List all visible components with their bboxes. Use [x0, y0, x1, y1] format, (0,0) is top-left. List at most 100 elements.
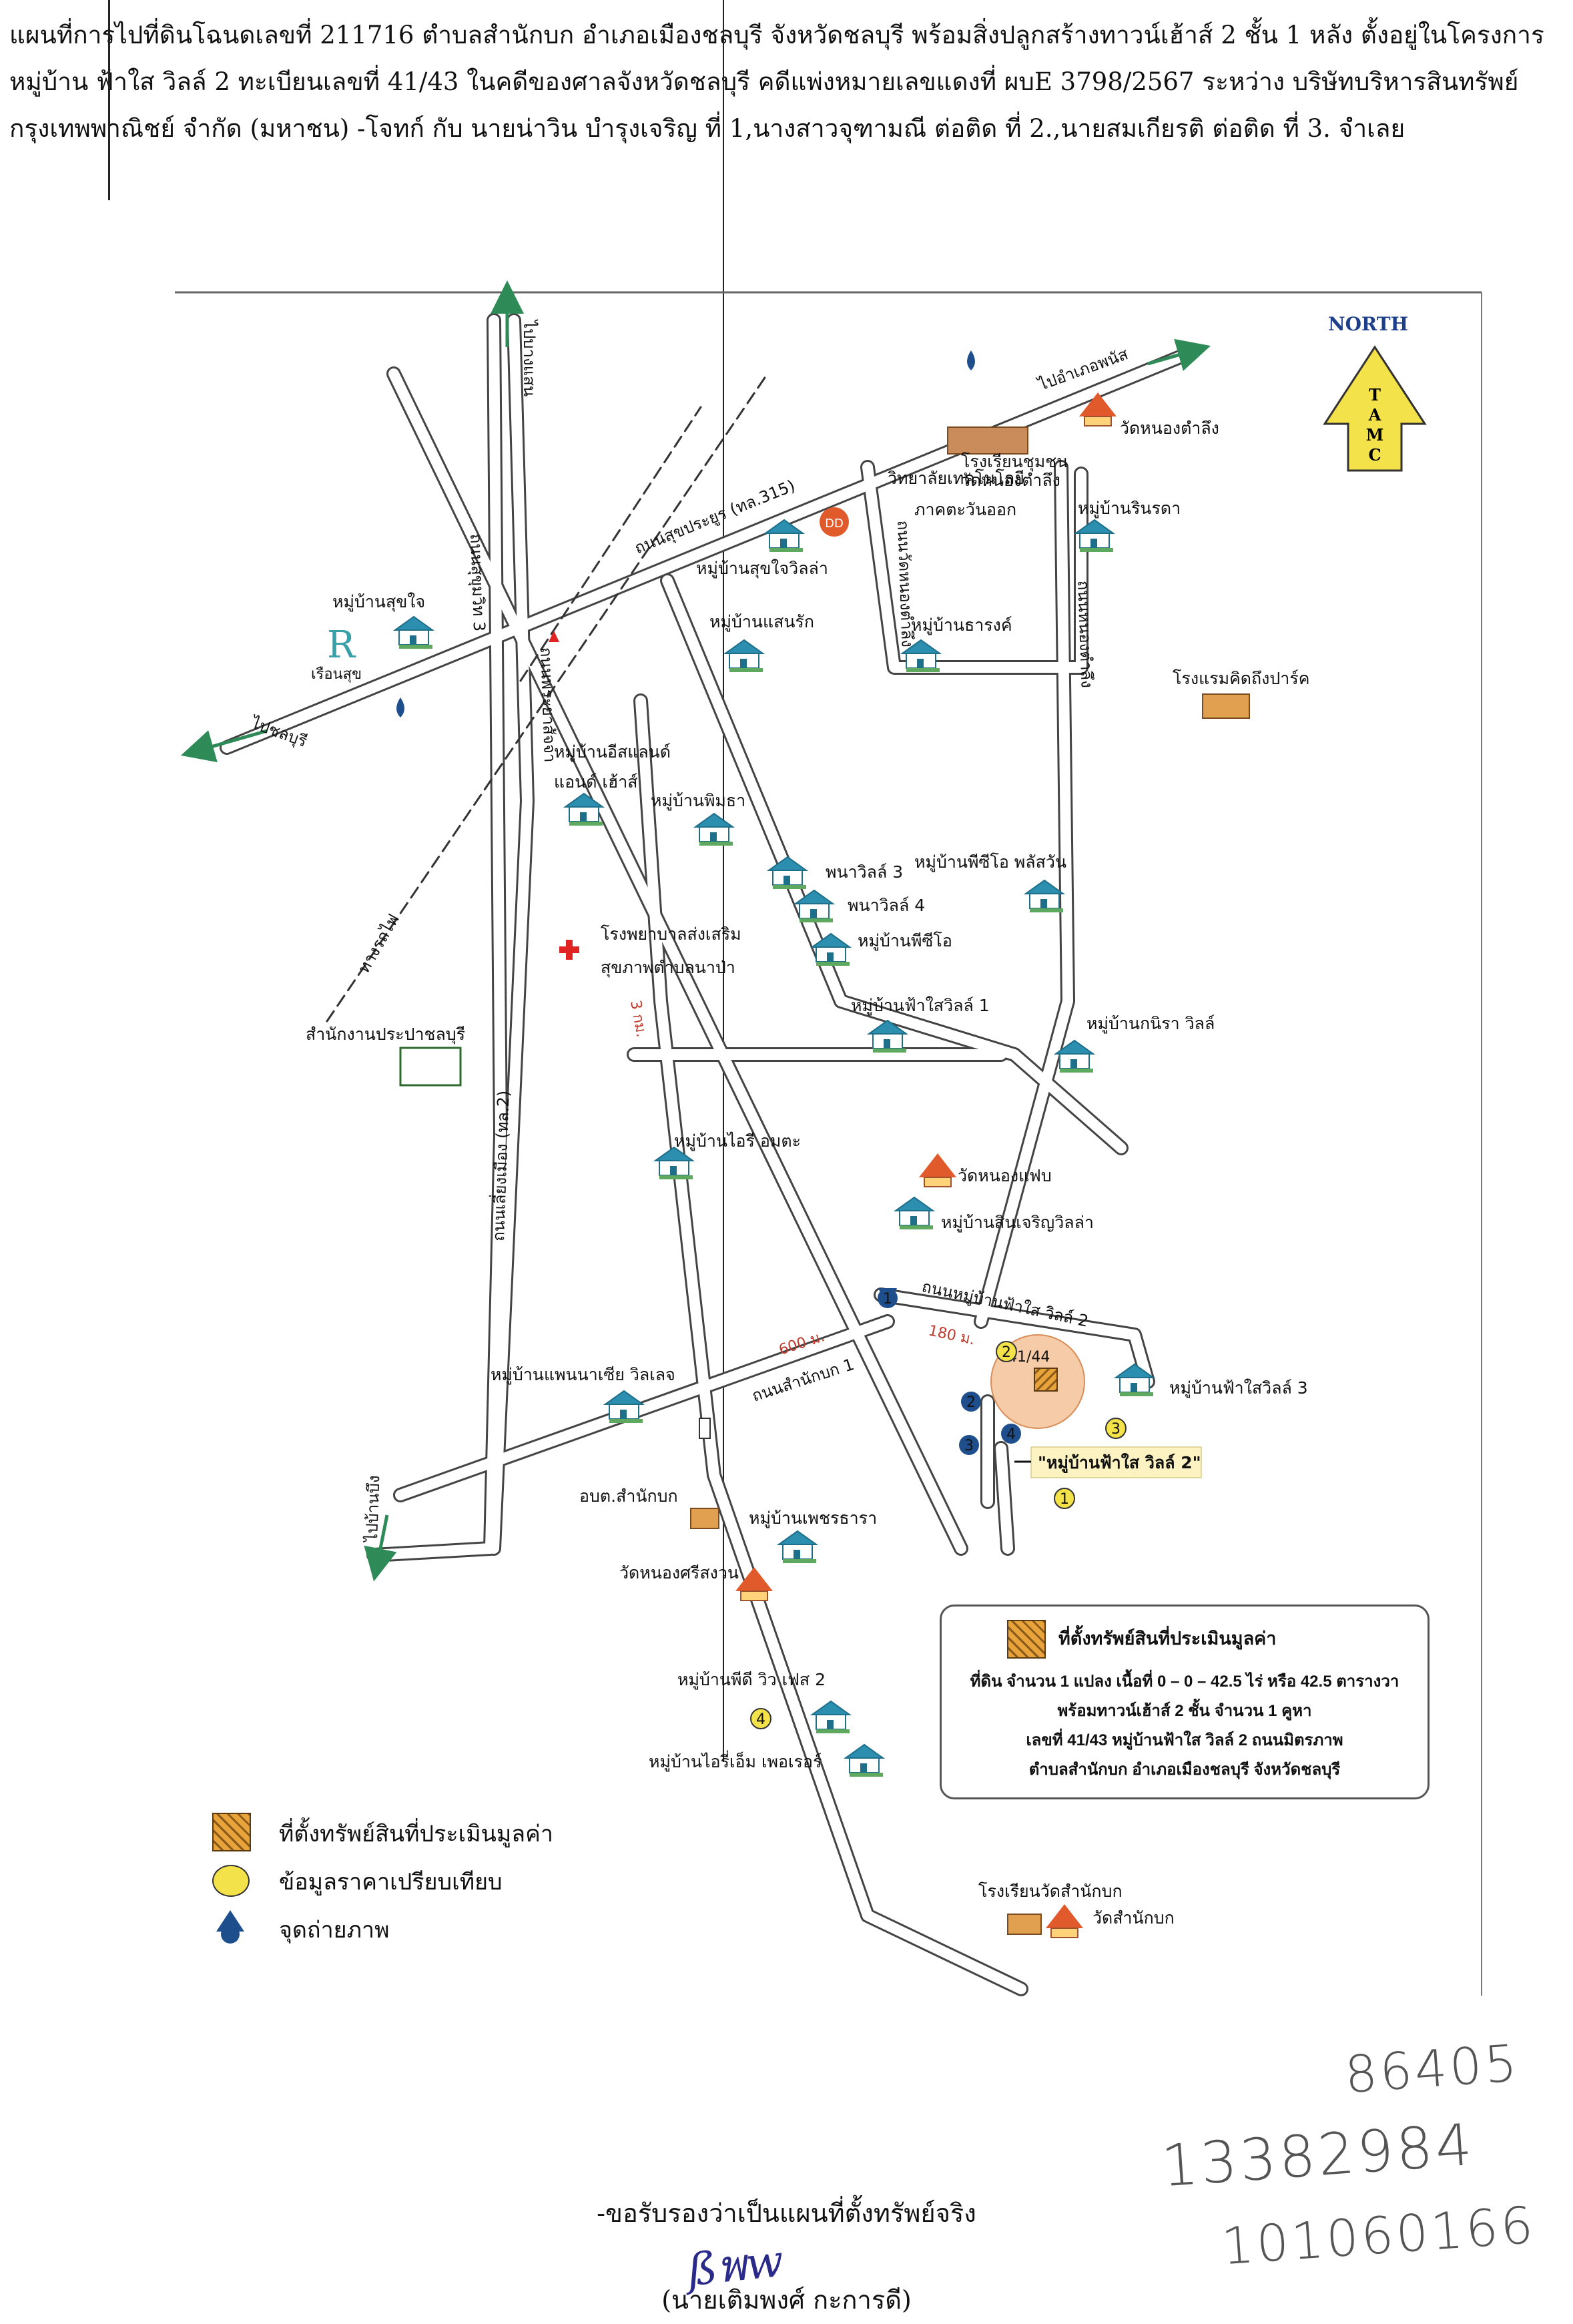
label-irie: หมู่บ้านไอรี อมตะ — [674, 1131, 801, 1151]
label-college: วิทยาลัยเทคโนโลยี — [888, 469, 1024, 488]
temple-icon — [918, 1153, 957, 1187]
compare-point-2: 2 — [996, 1341, 1017, 1362]
svg-text:C: C — [1368, 445, 1381, 465]
legend-compare-label: ข้อมูลราคาเปรียบเทียบ — [279, 1869, 503, 1895]
label-island: หมู่บ้านอีสแลนด์ — [554, 742, 671, 762]
label-hotel: โรงแรมคิดถึงปาร์ค — [1173, 669, 1309, 688]
label-pcio: หมู่บ้านพีซีโอ — [858, 931, 952, 951]
house-icon — [812, 1701, 850, 1734]
header-line-3: กรุงเทพพาณิชย์ จำกัด (มหาชน) -โจทก์ กับ … — [9, 114, 1405, 143]
label-hospital: โรงพยาบาลส่งเสริม — [601, 924, 741, 944]
svg-text:4: 4 — [756, 1711, 765, 1728]
label-sukjaiville: หมู่บ้านสุขใจวิลล่า — [696, 559, 828, 579]
house-icon — [778, 1530, 817, 1564]
scan-line-center — [723, 0, 724, 1762]
svg-text:4: 4 — [1006, 1426, 1016, 1443]
label-waterworks: สำนักงานประปาชลบุรี — [306, 1025, 465, 1045]
school-bottom-icon — [1007, 1914, 1042, 1935]
label-phanna: หมู่บ้านแพนนาเซีย วิลเลจ — [491, 1365, 675, 1385]
road-label-n1: ถนนวัดหนองตำลึง — [894, 520, 917, 647]
place-icons: DD R — [327, 350, 1250, 1938]
road-label-sukhumvit: ถนนสุขุมวิท 3 — [466, 533, 489, 631]
comparison-markers: 1 2 3 4 — [750, 1341, 1127, 1729]
photo-point-4: 4 — [1001, 1424, 1021, 1444]
svg-text:1: 1 — [883, 1291, 892, 1308]
distance-180: 180 ม. — [927, 1322, 976, 1348]
label-school-bottom: โรงเรียนวัดสำนักบก — [978, 1881, 1123, 1901]
legend-subject-label: ที่ตั้งทรัพย์สินที่ประเมินมูลค่า — [279, 1821, 553, 1847]
subject-callout-label: "หมู่บ้านฟ้าใส วิลล์ 2" — [1038, 1452, 1201, 1474]
label-irie-pleasure: หมู่บ้านไอรี่เอ็ม เพอเรอร์ — [649, 1750, 822, 1772]
photo-point-3: 3 — [959, 1435, 979, 1455]
hospital-cross-icon — [559, 940, 579, 960]
label-wat-sakbok: วัดสำนักบก — [1092, 1908, 1175, 1928]
subject-info-line-2: พร้อมทาวน์เฮ้าส์ 2 ชั้น จำนวน 1 คูหา — [1057, 1702, 1312, 1720]
label-pcio-plus: หมู่บ้านพีซีโอ พลัสวัน — [914, 852, 1066, 872]
location-map: ไปบางแสน ไปชลบุรี ไปอำเภอพนัส ไปบ้านบึง … — [175, 280, 1482, 1996]
house-icon — [695, 813, 733, 846]
photo-legend-icon — [216, 1910, 244, 1944]
label-resort: เรือนสุข — [311, 666, 362, 683]
arrow-to-bottom — [364, 1514, 397, 1582]
compare-point-1: 1 — [1054, 1488, 1075, 1509]
label-island-sub: แอนด์ เฮ้าส์ — [554, 772, 638, 792]
road-label-to-bangsaen: ไปบางแสน — [520, 319, 539, 396]
house-icon — [605, 1390, 643, 1424]
label-school-sub: วัดหนองตำลึง — [961, 471, 1060, 490]
building-icon — [399, 1047, 462, 1087]
handwritten-number-a: 86405 — [1343, 2032, 1522, 2105]
hotel-icon — [1202, 693, 1250, 719]
subject-info-line-1: ที่ดิน จำนวน 1 แปลง เนื้อที่ 0 – 0 – 42.… — [970, 1673, 1399, 1691]
svg-text:NORTH: NORTH — [1328, 313, 1408, 335]
label-faisai3: หมู่บ้านฟ้าใสวิลล์ 3 — [1169, 1378, 1308, 1398]
compare-legend-icon — [212, 1865, 250, 1897]
svg-text:3: 3 — [964, 1438, 974, 1454]
label-saenrak: หมู่บ้านแสนรัก — [709, 612, 814, 632]
subject-legend-icon — [212, 1813, 251, 1851]
direction-arrows — [180, 280, 1211, 1582]
warning-icon — [549, 631, 559, 642]
house-icon — [895, 1197, 934, 1230]
road-network — [220, 313, 1195, 1996]
traffic-light-icon — [699, 1418, 711, 1439]
arrow-to-chonburi — [180, 729, 268, 763]
north-arrow: NORTH T A M C — [1323, 313, 1427, 472]
scan-line-left — [108, 0, 110, 200]
label-college-sub: ภาคตะวันออก — [914, 500, 1016, 519]
legend-photo-label: จุดถ่ายภาพ — [279, 1918, 390, 1943]
label-petchtara: หมู่บ้านเพชรธารา — [749, 1508, 877, 1528]
svg-text:T: T — [1369, 385, 1381, 404]
compare-point-3: 3 — [1105, 1418, 1127, 1439]
label-kanira: หมู่บ้านกนิรา วิลล์ — [1086, 1014, 1215, 1034]
gas-station-icon — [396, 350, 975, 717]
distance-3km: 3 กม. — [627, 999, 649, 1039]
label-sincharoen: หมู่บ้านสินเจริญวิลล่า — [941, 1213, 1094, 1233]
label-sukjai: หมู่บ้านสุขใจ — [332, 592, 425, 612]
house-icon — [768, 856, 807, 890]
compare-point-4: 4 — [750, 1708, 771, 1729]
svg-text:R: R — [327, 623, 356, 667]
subject-marker — [1034, 1368, 1058, 1392]
label-school-top: โรงเรียนชุมชน — [961, 452, 1068, 472]
svg-text:3: 3 — [1111, 1421, 1121, 1438]
certification-text: -ขอรับรองว่าเป็นแผนที่ตั้งทรัพย์จริง — [597, 2199, 976, 2228]
road-label-to-bottom: ไปบ้านบึง — [362, 1475, 384, 1543]
office-icon — [690, 1508, 719, 1529]
svg-text:DD: DD — [825, 517, 844, 531]
svg-text:2: 2 — [966, 1394, 976, 1411]
place-labels: หมู่บ้านสุขใจ เรือนสุข หมู่บ้านสุขใจวิลล… — [306, 418, 1309, 1928]
label-obt: อบต.สำนักบก — [579, 1486, 678, 1506]
document-header: แผนที่การไปที่ดินโฉนดเลขที่ 211716 ตำบลส… — [9, 12, 1564, 152]
house-icon — [394, 616, 433, 649]
house-icon — [1025, 880, 1064, 913]
resort-logo-icon: R — [327, 623, 356, 667]
header-line-1: แผนที่การไปที่ดินโฉนดเลขที่ 211716 ตำบลส… — [9, 21, 1544, 49]
signer-name: (นายเติมพงศ์ กะการดี) — [661, 2285, 912, 2315]
label-pd-view: หมู่บ้านพีดี วิว เฟส 2 — [677, 1670, 826, 1690]
photo-point-1: 1 — [878, 1288, 898, 1308]
house-icon — [725, 639, 763, 673]
label-watnongtamlueng: วัดหนองตำลึง — [1120, 418, 1219, 438]
school-icon — [947, 426, 1028, 455]
subject-callout-box — [1030, 1446, 1202, 1478]
label-panaville4: พนาวิลล์ 4 — [848, 896, 925, 915]
